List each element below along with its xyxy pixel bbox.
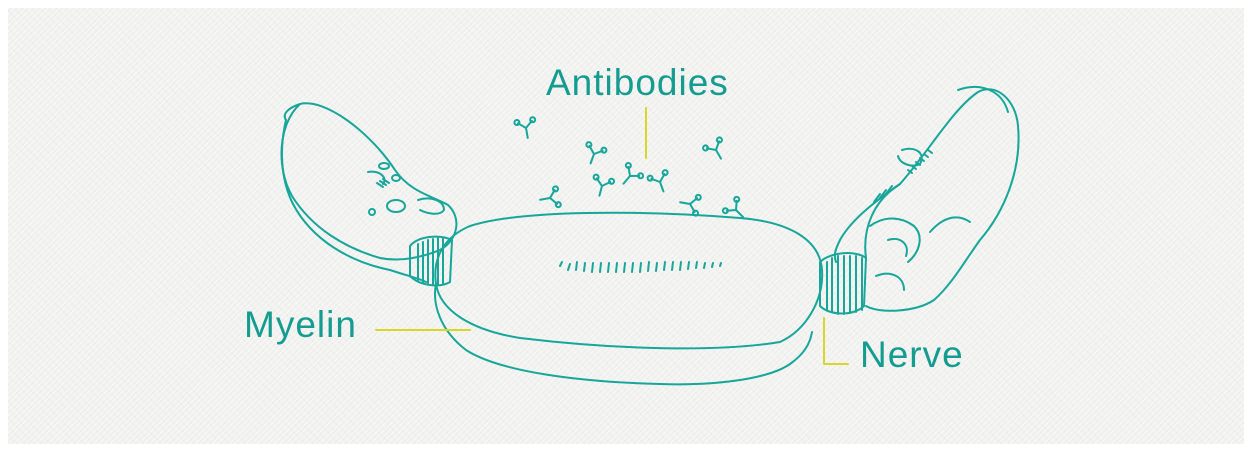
nerve-label: Nerve	[860, 336, 964, 373]
antibody-icon	[722, 196, 751, 225]
antibody-icon	[538, 186, 561, 210]
antibody-icon	[581, 141, 607, 167]
antibody-icon	[616, 162, 645, 190]
antibody-icon	[678, 192, 701, 216]
antibody-icon	[514, 117, 538, 140]
antibodies-label: Antibodies	[546, 64, 729, 101]
antibodies-cluster	[514, 117, 750, 225]
antibody-icon	[702, 137, 730, 164]
myelin-sheath	[435, 213, 822, 385]
antibody-icon	[647, 169, 673, 195]
antibody-icon	[589, 174, 614, 198]
left-nerve-end	[282, 103, 457, 282]
nerve-leader-line	[824, 318, 848, 364]
right-coil	[820, 253, 866, 314]
myelin-label: Myelin	[244, 306, 357, 343]
